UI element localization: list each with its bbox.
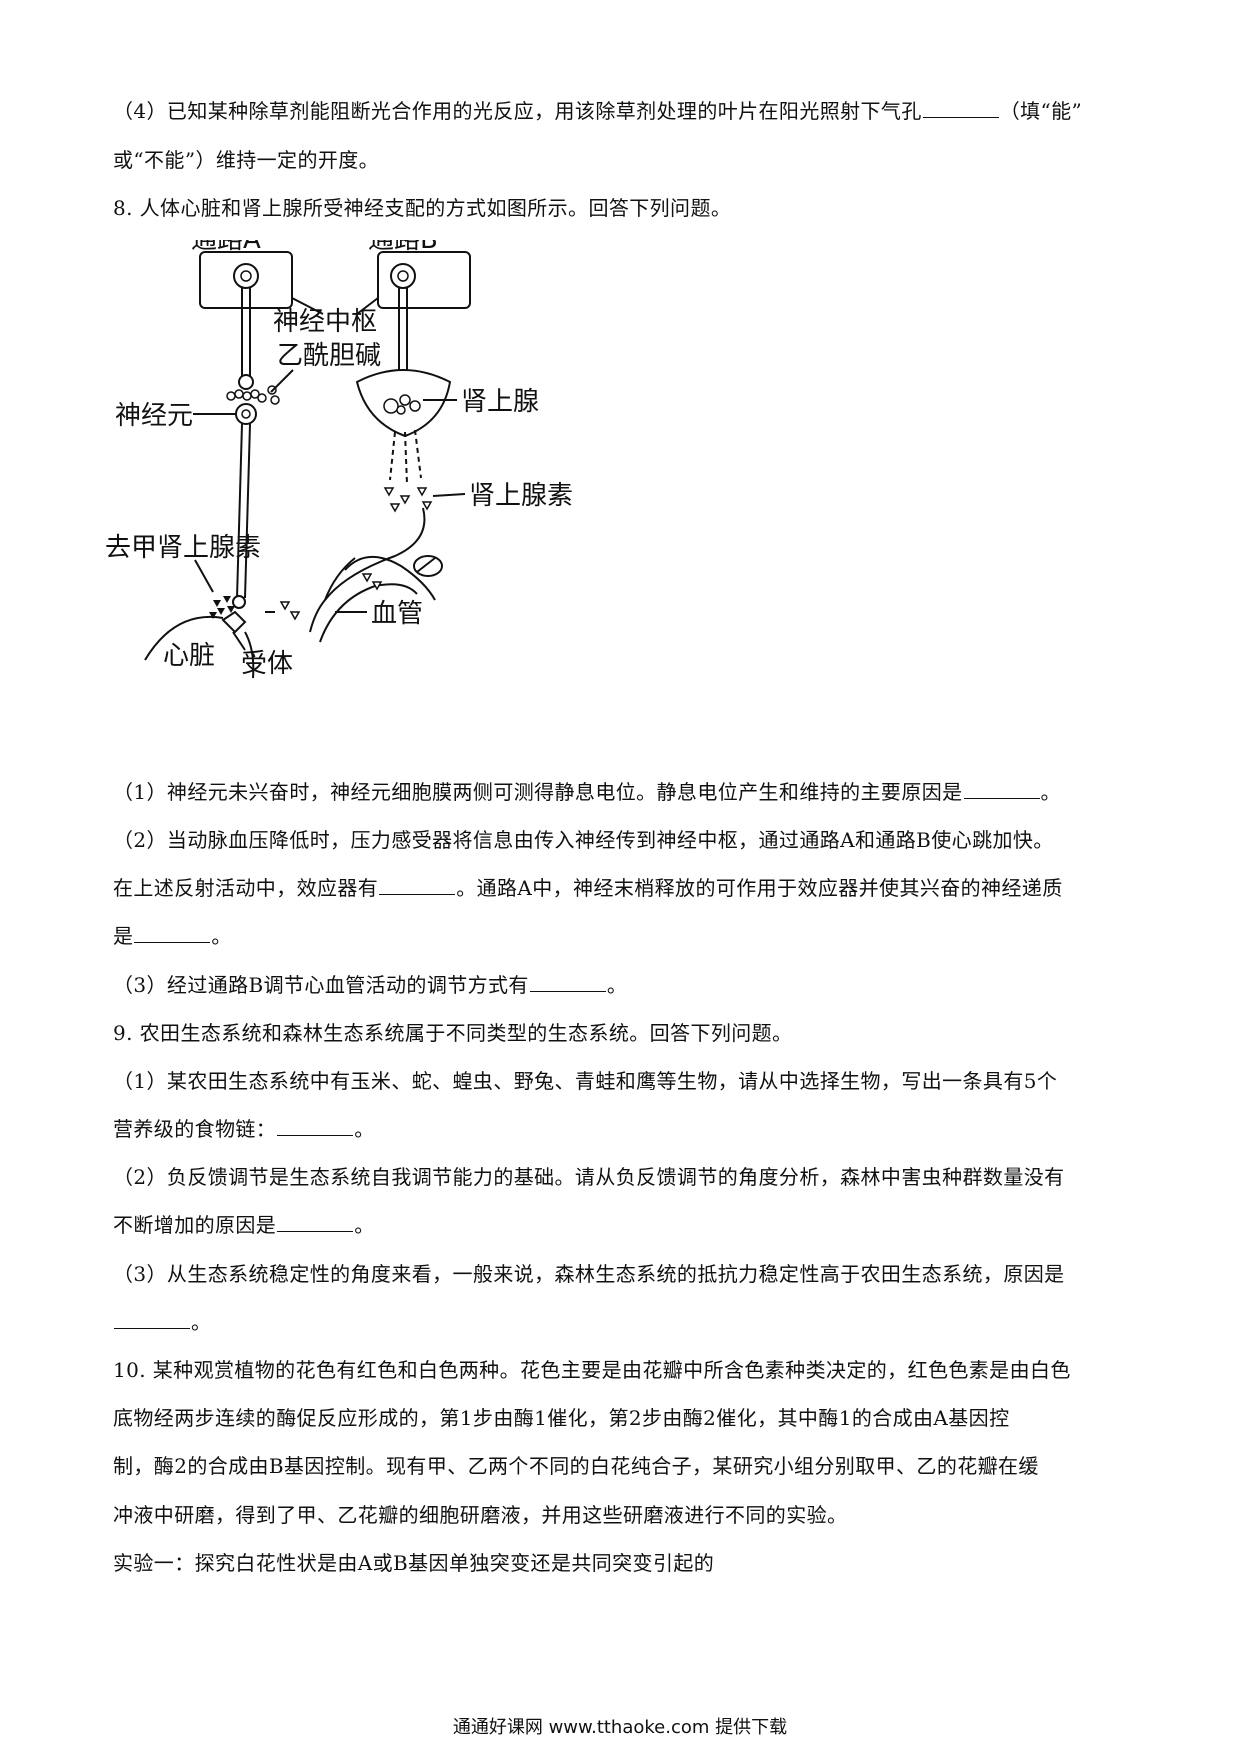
text: 。 xyxy=(211,924,232,948)
text: （1）神经元未兴奋时，神经元细胞膜两侧可测得静息电位。静息电位产生和维持的主要原… xyxy=(113,780,963,804)
question-7-4-line1: （4）已知某种除草剂能阻断光合作用的光反应，用该除草剂处理的叶片在阳光照射下气孔… xyxy=(113,96,1082,126)
question-9-1-line1: （1）某农田生态系统中有玉米、蛇、蝗虫、野兔、青蛙和鹰等生物，请从中选择生物，写… xyxy=(113,1066,1057,1096)
question-7-4-line2: 或“不能”）维持一定的开度。 xyxy=(113,145,379,175)
label-blood-vessel: 血管 xyxy=(371,599,423,629)
experiment-1-line: 实验一：探究白花性状是由A或B基因单独突变还是共同突变引起的 xyxy=(113,1548,714,1578)
text: 10. 某种观赏植物的花色有红色和白色两种。花色主要是由花瓣中所含色素种类决定的… xyxy=(113,1358,1071,1382)
neuron-a1 xyxy=(233,263,259,390)
adrenaline-particles xyxy=(383,487,433,513)
question-10-line4: 冲液中研磨，得到了甲、乙花瓣的细胞研磨液，并用这些研磨液进行不同的实验。 xyxy=(113,1500,847,1530)
leader-nerve-center-a xyxy=(291,297,324,315)
answer-blank xyxy=(277,1117,354,1136)
acetylcholine-vesicles-a xyxy=(226,385,280,405)
leader-acetylcholine xyxy=(270,369,294,393)
page-footer: 通通好课网 www.tthaoke.com 提供下载 xyxy=(452,1717,788,1738)
text: （1）某农田生态系统中有玉米、蛇、蝗虫、野兔、青蛙和鹰等生物，请从中选择生物，写… xyxy=(113,1069,1058,1093)
label-neuron: 神经元 xyxy=(115,401,193,431)
label-pathway-a: 通路A xyxy=(191,240,261,255)
question-10-line1: 10. 某种观赏植物的花色有红色和白色两种。花色主要是由花瓣中所含色素种类决定的… xyxy=(113,1355,1071,1385)
label-adrenal-gland: 肾上腺 xyxy=(461,387,539,417)
text: 制，酶2的合成由B基因控制。现有甲、乙两个不同的白花纯合子，某研究小组分别取甲、… xyxy=(113,1454,1039,1478)
question-8-stem: 8. 人体心脏和肾上腺所受神经支配的方式如图所示。回答下列问题。 xyxy=(113,193,731,223)
text: （2）当动脉血压降低时，压力感受器将信息由传入神经传到神经中枢，通过通路A和通路… xyxy=(113,828,1054,852)
text: 冲液中研磨，得到了甲、乙花瓣的细胞研磨液，并用这些研磨液进行不同的实验。 xyxy=(113,1503,848,1527)
question-8-2-line2: 在上述反射活动中，效应器有 。通路A中，神经末梢释放的可作用于效应器并使其兴奋的神… xyxy=(113,873,1063,903)
label-noradrenaline: 去甲肾上腺素 xyxy=(105,533,261,563)
question-8-1: （1）神经元未兴奋时，神经元细胞膜两侧可测得静息电位。静息电位产生和维持的主要原… xyxy=(113,777,1061,807)
question-10-line3: 制，酶2的合成由B基因控制。现有甲、乙两个不同的白花纯合子，某研究小组分别取甲、… xyxy=(113,1451,1039,1481)
text: 营养级的食物链： xyxy=(113,1117,277,1141)
question-9-2-line1: （2）负反馈调节是生态系统自我调节能力的基础。请从负反馈调节的角度分析，森林中害… xyxy=(113,1162,1065,1192)
text: 或“不能”）维持一定的开度。 xyxy=(113,148,380,172)
text: 8. 人体心脏和肾上腺所受神经支配的方式如图所示。回答下列问题。 xyxy=(113,196,732,220)
text: 在上述反射活动中，效应器有 xyxy=(113,876,379,900)
text: 。通路A中，神经末梢释放的可作用于效应器并使其兴奋的神经递质 xyxy=(456,876,1063,900)
noradrenaline-particles xyxy=(209,596,235,619)
answer-blank xyxy=(963,780,1040,799)
text: 。 xyxy=(191,1310,212,1334)
nerve-center-box-a xyxy=(199,251,293,309)
question-8-2-line3: 是。 xyxy=(113,921,232,951)
leader-receptor xyxy=(232,631,246,651)
label-nerve-center: 神经中枢 xyxy=(273,307,377,337)
text: 。 xyxy=(606,973,628,997)
text: （填“能” xyxy=(999,99,1083,123)
text: （3）经过通路B调节心血管活动的调节方式有 xyxy=(113,973,529,997)
question-9-3-line2: 。 xyxy=(113,1307,211,1337)
adrenal-cells xyxy=(383,394,421,415)
question-9-3-line1: （3）从生态系统稳定性的角度来看，一般来说，森林生态系统的抵抗力稳定性高于农田生… xyxy=(113,1259,1065,1289)
neuron-a2 xyxy=(232,403,257,609)
answer-blank xyxy=(379,876,456,895)
text: 是 xyxy=(113,924,134,948)
text: 。 xyxy=(354,1213,375,1237)
text: 实验一：探究白花性状是由A或B基因单独突变还是共同突变引起的 xyxy=(113,1551,715,1575)
adrenaline-leader xyxy=(432,493,466,497)
answer-blank xyxy=(922,99,999,118)
noradrenaline-leader xyxy=(194,559,214,593)
diagram-svg: 通路A 通路B xyxy=(105,240,573,679)
label-adrenaline: 肾上腺素 xyxy=(469,481,573,511)
question-8-2-line1: （2）当动脉血压降低时，压力感受器将信息由传入神经传到神经中枢，通过通路A和通路… xyxy=(113,825,1054,855)
question-8-3: （3）经过通路B调节心血管活动的调节方式有 。 xyxy=(113,970,627,1000)
label-heart: 心脏 xyxy=(163,641,215,671)
text: 底物经两步连续的酶促反应形成的，第1步由酶1催化，第2步由酶2催化，其中酶1的合… xyxy=(113,1406,1010,1430)
text: 。 xyxy=(1040,780,1061,804)
text: （4）已知某种除草剂能阻断光合作用的光反应，用该除草剂处理的叶片在阳光照射下气孔 xyxy=(113,99,922,123)
text: 不断增加的原因是 xyxy=(113,1213,277,1237)
heart-outline-left xyxy=(144,616,224,661)
heart-outline-right xyxy=(244,631,255,679)
question-9-2-line2: 不断增加的原因是 。 xyxy=(113,1210,375,1240)
label-acetylcholine: 乙酰胆碱 xyxy=(277,341,381,371)
label-pathway-b: 通路B xyxy=(368,240,438,255)
vessel-particles xyxy=(279,573,383,621)
text: （2）负反馈调节是生态系统自我调节能力的基础。请从负反馈调节的角度分析，森林中害… xyxy=(113,1165,1065,1189)
answer-blank xyxy=(134,924,211,943)
text: （3）从生态系统稳定性的角度来看，一般来说，森林生态系统的抵抗力稳定性高于农田生… xyxy=(113,1262,1065,1286)
receptor-shape xyxy=(221,610,247,634)
leader-nerve-center-b xyxy=(356,297,379,315)
adrenaline-flow xyxy=(389,429,422,485)
answer-blank xyxy=(277,1213,354,1232)
answer-blank xyxy=(114,1310,190,1329)
nerve-center-box-b xyxy=(377,251,471,309)
label-receptor: 受体 xyxy=(241,649,293,679)
text: 9. 农田生态系统和森林生态系统属于不同类型的生态系统。回答下列问题。 xyxy=(113,1021,793,1045)
question-9-stem: 9. 农田生态系统和森林生态系统属于不同类型的生态系统。回答下列问题。 xyxy=(113,1018,792,1048)
question-10-line2: 底物经两步连续的酶促反应形成的，第1步由酶1催化，第2步由酶2催化，其中酶1的合… xyxy=(113,1403,1009,1433)
nerve-heart-adrenal-diagram: 通路A 通路B xyxy=(105,240,665,760)
text: 。 xyxy=(354,1117,375,1141)
answer-blank xyxy=(529,973,606,992)
question-9-1-line2: 营养级的食物链： 。 xyxy=(113,1114,375,1144)
